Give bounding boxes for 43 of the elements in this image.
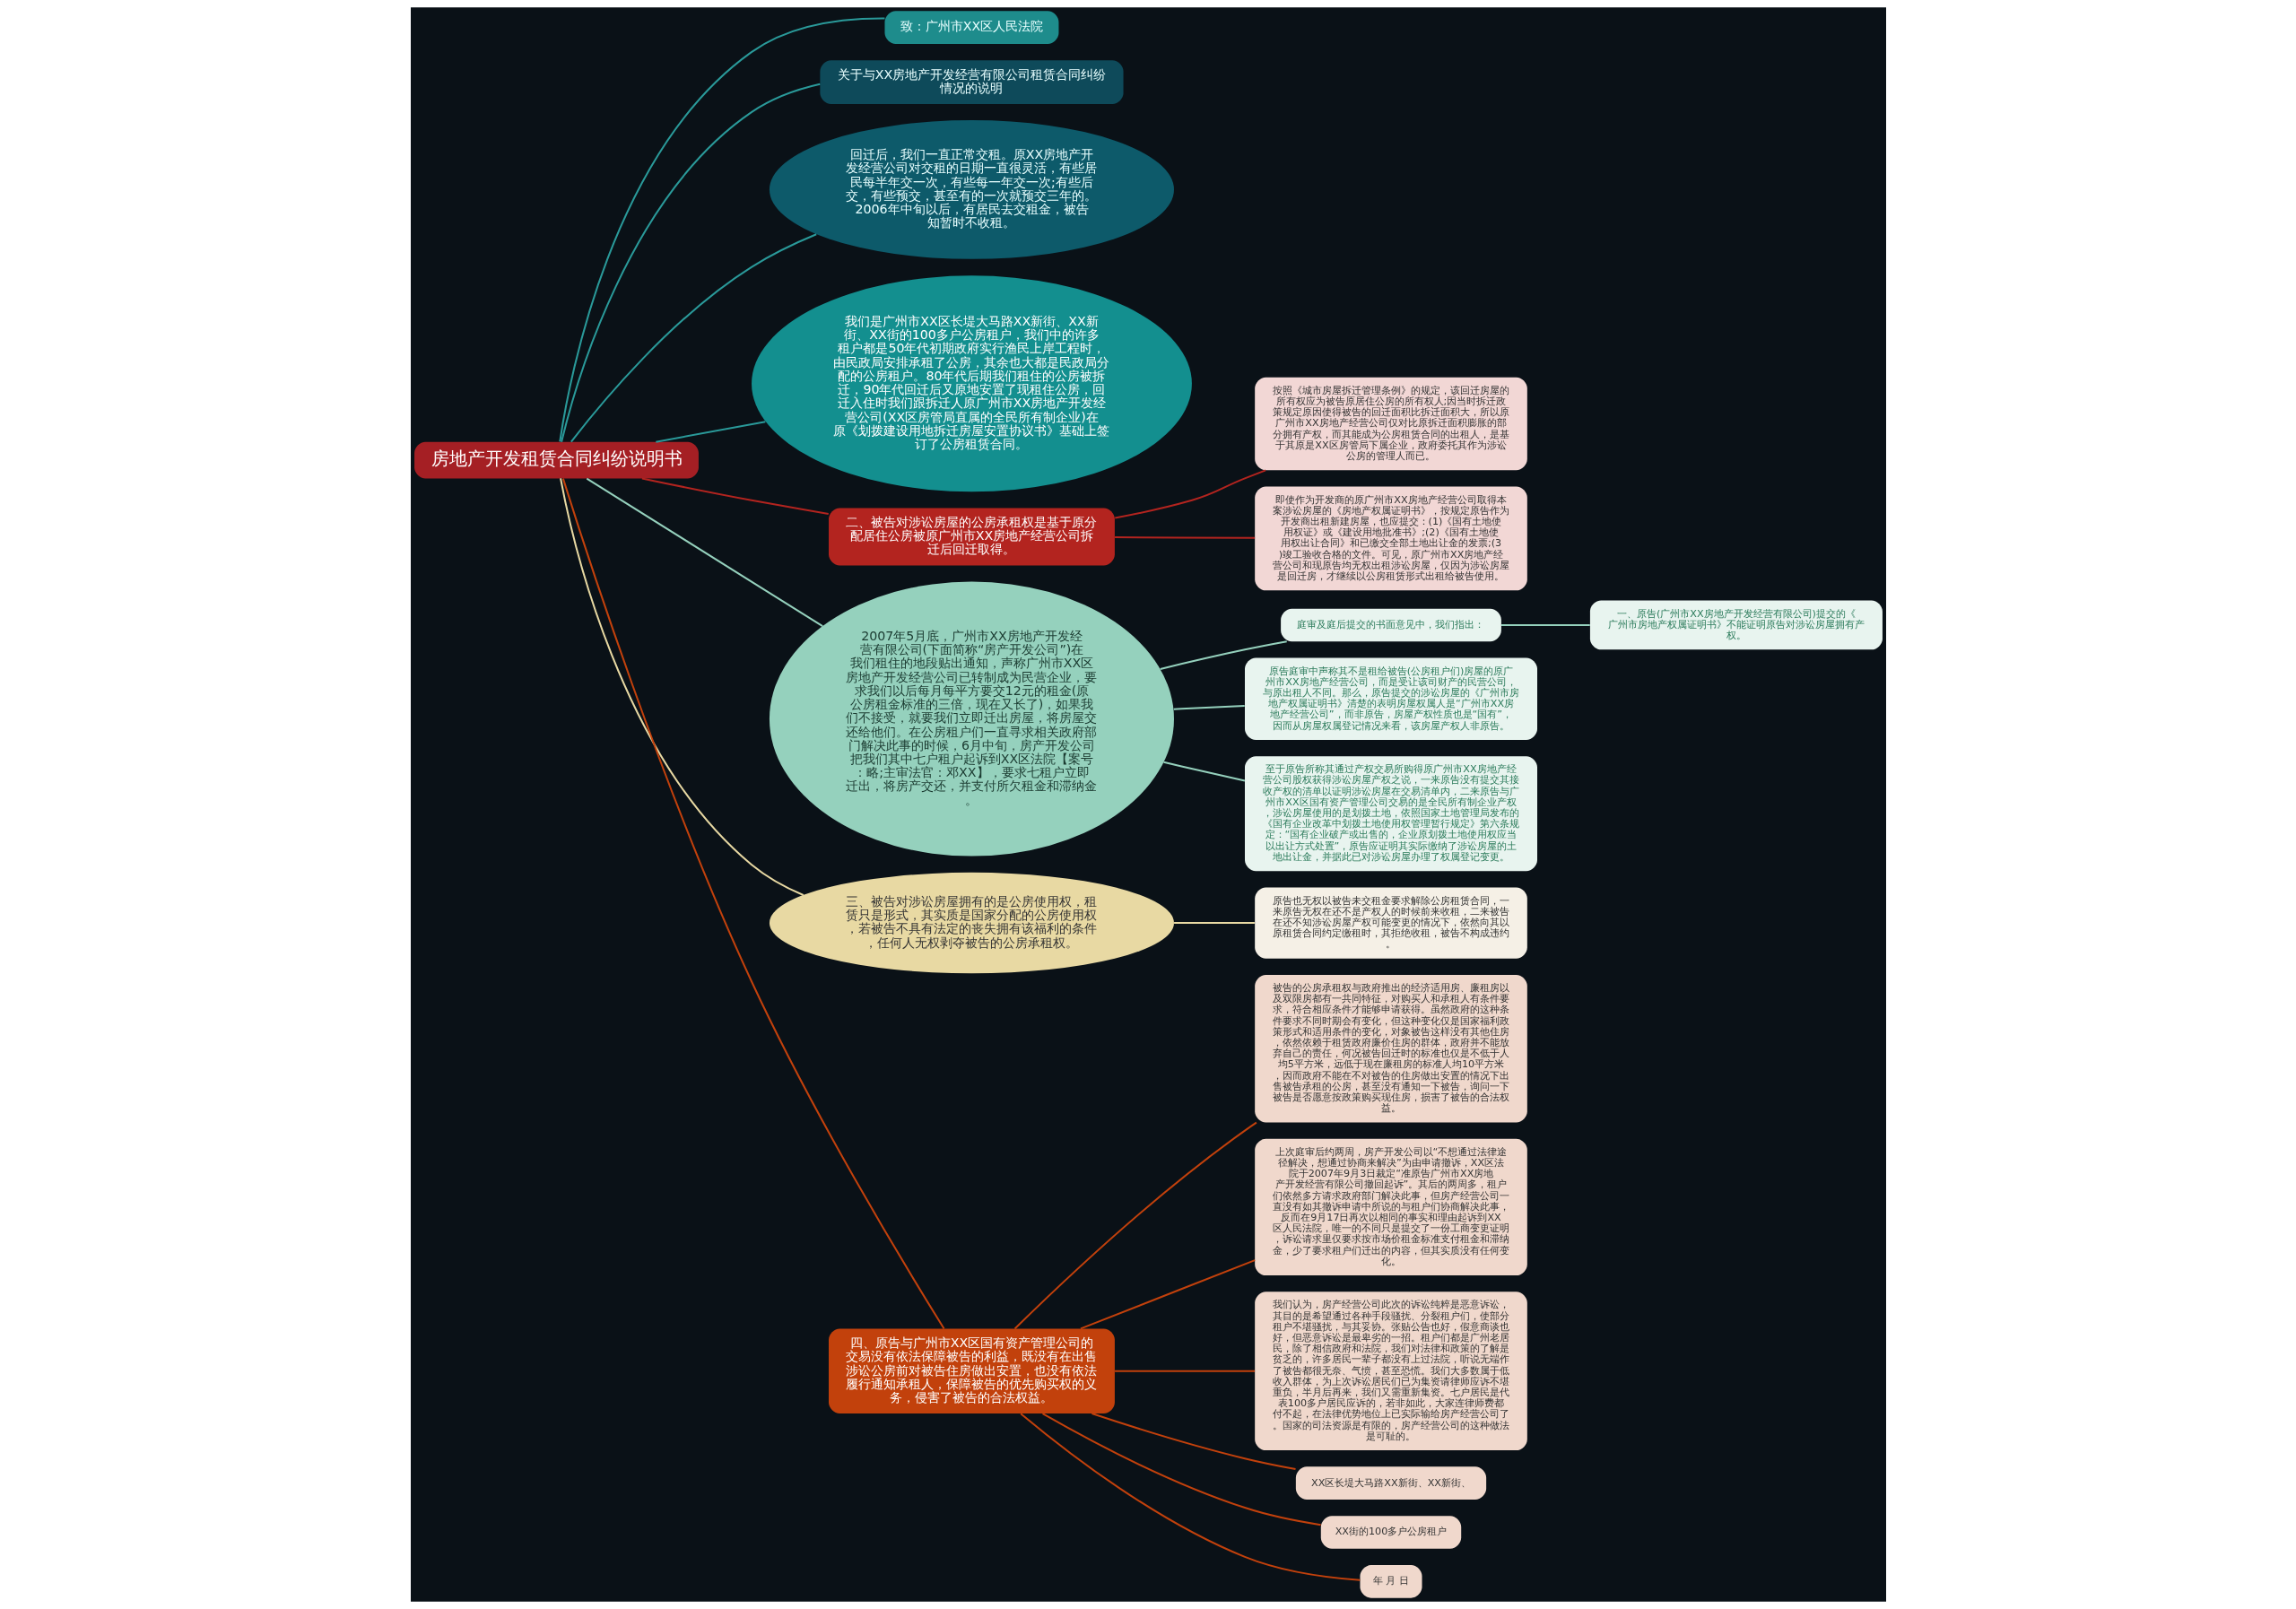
connector bbox=[1091, 1413, 1296, 1471]
connector bbox=[1114, 469, 1265, 519]
node-ellipse: 三、被告对涉讼房屋拥有的是公房使用权，租赁只是形式，其实质是国家分配的公房使用权，若被告不具有法定的丧失拥有该福利的条件，任何人无权剥夺被告的公房承租权。 bbox=[769, 872, 1174, 974]
node-box: 年 月 日 bbox=[1359, 1565, 1422, 1598]
node-ellipse: 2007年5月底，广州市XX房地产开发经营有限公司(下面简称“房产开发公司”)在我们租住的地段贴出通知，声称广州市XX区房地产开发经营公司已转制成为民营企业，要求我们以后每月每平方要交12元的租金(原公房租金标准的三倍，现在又长了)，如果我们不接受，就要我们立即迁出房屋，将房屋交还给他们。在公房租户们一直寻求相关政府部门解决此事的时候，6月中旬，房产开发公司把我们其中七户租户起诉到XX区法院【案号：略;主审法官：邓XX】，要求七租户立即迁出，将房产交还，并支付所欠租金和滞纳金。 bbox=[769, 581, 1174, 857]
node-box: 被告的公房承租权与政府推出的经济适用房、廉租房以及双限房都有一共同特征，对购买人和承租人有条件要求，符合相应条件才能够申请获得。虽然政府的这种条件要求不同时期会有变化，但这种变化仅是国家福利政策形式和适用条件的变化，对象被告这样没有其他住房，依然依赖于租赁政府廉价住房的群体，政府并不能放弃自己的责任，何况被告回迁时的标准也仅是不低于人均5平方米，远低于现在廉租房的标准人均10平方米，因而政府不能在不对被告的住房做出安置的情况下出售被告承租的公房，甚至没有通知一下被告，询问一下被告是否愿意按政策购买现住房，损害了被告的合法权益。 bbox=[1254, 974, 1527, 1123]
node-box: 原告也无权以被告未交租金要求解除公房租赁合同，一来原告无权在还不是产权人的时候前来收租，二来被告在还不知涉讼房屋产权可能变更的情况下，依然向其以原租赁合同约定缴租时，其拒绝收租，被告不构成违约。 bbox=[1254, 887, 1527, 959]
connector bbox=[1114, 1370, 1255, 1372]
connector bbox=[1173, 922, 1255, 925]
node-box: 我们认为，房产经营公司此次的诉讼纯粹是恶意诉讼，其目的是希望通过各种手段骚扰、分裂租户们，使部分租户不堪骚扰，与其妥协。张贴公告也好，假意商谈也好，但恶意诉讼是最卑劣的一招。租户们都是广州老居民，除了相信政府和法院，我们对法律和政策的了解是贫乏的，许多居民一辈子都没有上过法院，听说无端作了被告都很无奈、气愤，甚至恐慌。我们大多数属于低收入群体，为上次诉讼居民们已为集资请律师应诉不堪重负，半月后再来，我们又需重新集资。七户居民是代表100多户居民应诉的，若非如此，大家连律师费都付不起，在法律优势地位上已实际输给房产经营公司了。国家的司法资源是有限的，房产经营公司的这种做法是可耻的。 bbox=[1254, 1292, 1527, 1451]
connector bbox=[561, 478, 944, 1329]
node-ellipse: 我们是广州市XX区长堤大马路XX新街、XX新街、XX街的100多户公房租户，我们中的许多租户都是50年代初期政府实行渔民上岸工程时，由民政局安排承租了公房，其余也大都是民政局分配的公房租户。80年代后期我们租住的公房被拆迁，90年代回迁后又原地安置了现租住公房，回迁入住时我们跟拆迁人原广州市XX房地产开发经营公司(XX区房管局直属的全民所有制企业)在原《划拨建设用地拆迁房屋安置协议书》基础上签订了公房租赁合同。 bbox=[751, 275, 1192, 492]
node-box: 致：广州市XX区人民法院 bbox=[883, 11, 1058, 44]
connector bbox=[1173, 704, 1245, 710]
node-box: 上次庭审后约两周，房产开发公司以“不想通过法律途径解决，想通过协商来解决”为由申请撤诉，XX区法院于2007年9月3日裁定“准原告广州市XX房地产开发经营有限公司撤回起诉”。其后的两周多，租户们依然多方请求政府部门解决此事，但房产经营公司一直没有如其撤诉申请中所说的与租户们协商解决此事，反而在9月17日再次以相同的事实和理由起诉到XX区人民法院，唯一的不同只是提交了一份工商变更证明，诉讼请求里仅要求按市场价租金标准支付租金和滞纳金，少了要求租户们迁出的内容，但其实质没有任何变化。 bbox=[1254, 1138, 1527, 1276]
node-box: 即使作为开发商的原广州市XX房地产经营公司取得本案涉讼房屋的《房地产权属证明书》，按规定原告作为开发商出租新建房屋，也应提交：(1)《国有土地使用权证》或《建设用地批准书》;(2)《国有土地使用权出让合同》和已缴交全部土地出让金的发票;(3)竣工验收合格的文件。可见，原广州市XX房地产经营公司和现原告均无权出租涉讼房屋，仅因为涉讼房屋是回迁房，才继续以公房租赁形式出租给被告使用。 bbox=[1254, 486, 1527, 591]
node-box: XX区长堤大马路XX新街、XX新街、 bbox=[1295, 1466, 1486, 1500]
connector bbox=[559, 478, 804, 896]
connector bbox=[570, 233, 817, 443]
node-box: 至于原告所称其通过产权交易所购得原广州市XX房地产经营公司股权获得涉讼房屋产权之说，一来原告没有提交其接收产权的清单以证明涉讼房屋在交易清单内，二来原告与广州市XX区国有资产管理公司交易的是全民所有制企业产权，涉讼房屋使用的是划拨土地，依照国家土地管理局发布的《国有企业改革中划拨土地使用权管理暂行规定》第六条规定：“国有企业破产或出售的，企业原划拨土地使用权应当以出让方式处置”，原告应证明其实际缴纳了涉讼房屋的土地出让金，并据此已对涉讼房屋办理了权属登记变更。 bbox=[1244, 756, 1537, 872]
connector bbox=[1080, 1259, 1256, 1330]
node-box: 按照《城市房屋拆迁管理条例》的规定，该回迁房屋的所有权应为被告原居住公房的所有权人;因当时拆迁政策规定原因使得被告的回迁面积比拆迁面积大，所以原广州市XX房地产经营公司仅对比原拆迁面积膨胀的部分拥有产权，而其能成为公房租赁合同的出租人，是基于其原是XX区房管局下属企业，政府委托其作为涉讼公房的管理人而已。 bbox=[1254, 377, 1527, 471]
connector bbox=[558, 17, 884, 442]
connector bbox=[655, 421, 766, 443]
connector bbox=[1041, 1413, 1321, 1526]
node-box: 原告庭审中声称其不是租给被告(公房租户们)房屋的原广州市XX房地产经营公司，而是受让该司财产的民营公司，与原出租人不同。那么，原告提交的涉讼房屋的《广州市房地产权属证明书》清楚的表明房屋权属人是“广州市XX房地产经营公司”，而非原告，房屋产权性质也是“国有”，因而从房屋权属登记情况来看，该房屋产权人非原告。 bbox=[1244, 657, 1537, 740]
node-box: XX街的100多户公房租户 bbox=[1320, 1516, 1461, 1549]
node-box: 庭审及庭后提交的书面意见中，我们指出： bbox=[1280, 608, 1501, 642]
node-box: 关于与XX房地产开发经营有限公司租赁合同纠纷情况的说明 bbox=[819, 60, 1124, 104]
node-box: 一、原告(广州市XX房地产开发经营有限公司)提交的《广州市房地产权属证明书》不能证明原告对涉讼房屋拥有产权。 bbox=[1589, 600, 1883, 650]
connector bbox=[1500, 623, 1590, 626]
connector bbox=[560, 83, 821, 442]
connector bbox=[1020, 1413, 1360, 1581]
connector bbox=[1114, 536, 1255, 539]
connector bbox=[641, 477, 829, 515]
connector bbox=[586, 477, 823, 627]
connector bbox=[1162, 761, 1245, 782]
node-box: 房地产开发租赁合同纠纷说明书 bbox=[413, 441, 699, 479]
node-ellipse: 回迁后，我们一直正常交租。原XX房地产开发经营公司对交租的日期一直很灵活，有些居民每半年交一次，有些每一年交一次;有些后交，有些预交，甚至有的一次就预交三年的。2006年中旬以后，有居民去交租金，被告知暂时不收租。 bbox=[769, 120, 1174, 259]
connector bbox=[1013, 1121, 1257, 1330]
node-box: 四、原告与广州市XX区国有资产管理公司的交易没有依法保障被告的利益，既没有在出售涉讼公房前对被告住房做出安置，也没有依法履行通知承租人，保障被告的优先购买权的义务，侵害了被告的合法权益。 bbox=[828, 1328, 1115, 1413]
connector bbox=[1160, 640, 1287, 670]
node-box: 二、被告对涉讼房屋的公房承租权是基于原分配居住公房被原广州市XX房地产经营公司拆迁后回迁取得。 bbox=[828, 508, 1115, 566]
